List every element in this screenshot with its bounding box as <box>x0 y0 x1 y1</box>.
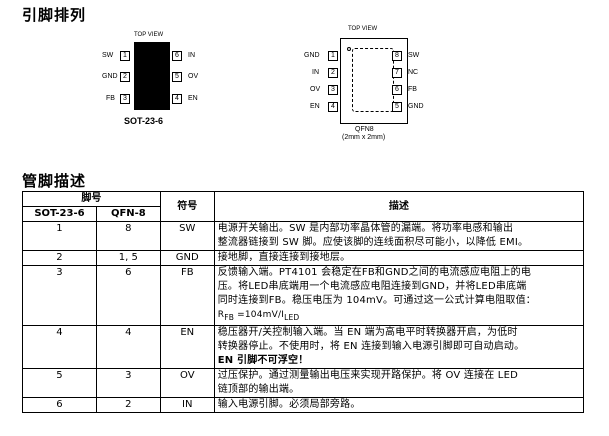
symbol-cell: SW <box>159 221 215 251</box>
sot-pin-cell: 1 <box>22 221 97 251</box>
sot23-pin4-number: 4 <box>172 94 182 104</box>
description-line: 电源开关输出。SW 是内部功率晶体管的漏端。将功率电感和输出 <box>217 223 514 234</box>
description-line: 稳压器开/关控制输入端。当 EN 端为高电平时转换器开启，为低时 <box>217 326 518 338</box>
description-cell: 接地脚，直接连接到接地层。 <box>213 250 585 266</box>
sot-pin-cell: 6 <box>22 396 97 413</box>
sot23-package-name: SOT-23-6 <box>124 116 164 126</box>
sot23-pin3-number: 3 <box>120 94 130 104</box>
description-line: 整流器链接到 SW 脚。应使该脚的连线面积尽可能小，以降低 EMI。 <box>217 237 529 248</box>
qfn-pin-cell: 6 <box>95 265 161 326</box>
pin-description-table: 脚号 符号 描述 SOT-23-6 QFN-8 1 8 SW 电源开关输出。SW… <box>22 191 585 413</box>
table-row: 1 8 SW 电源开关输出。SW 是内部功率晶体管的漏端。将功率电感和输出 整流… <box>22 221 585 251</box>
pinout-section-title: 引脚排列 <box>22 6 87 24</box>
qfn8-pin3-label: OV <box>310 86 321 93</box>
qfn-pin-cell: 1, 5 <box>95 250 161 266</box>
sot23-top-view-label: TOP VIEW <box>134 32 164 38</box>
sot23-pin6-label: IN <box>188 52 195 59</box>
qfn8-pin2-label: IN <box>312 69 319 76</box>
sot23-pin2-number: 2 <box>120 72 130 82</box>
description-line: 压。将LED串底端用一个电流感应电阻连接到GND，并将LED串底端 <box>217 281 527 292</box>
description-line: 过压保护。通过测量输出电压来实现开路保护。将 OV 连接在 LED <box>217 369 518 381</box>
description-cell: 电源开关输出。SW 是内部功率晶体管的漏端。将功率电感和输出 整流器链接到 SW… <box>213 221 585 251</box>
qfn8-pin3-number: 3 <box>328 85 338 95</box>
pin1-marker-icon <box>347 47 351 51</box>
qfn8-pin8-label: SW <box>408 52 420 59</box>
sot23-pin1-label: SW <box>102 52 114 59</box>
sot23-6-package-diagram: TOP VIEW SW 1 GND 2 FB 3 6 IN 5 OV 4 EN … <box>100 32 210 127</box>
qfn8-top-view-label: TOP VIEW <box>348 26 378 32</box>
qfn8-package-diagram: TOP VIEW GND 1 IN 2 OV 3 EN 4 8 SW 7 NC … <box>300 26 440 146</box>
symbol-cell: OV <box>159 367 215 398</box>
qfn8-column-header: QFN-8 <box>95 206 161 222</box>
description-line: 转换器停止。不使用时，将 EN 连接到输入电源引脚即可自动启动。 <box>217 340 525 352</box>
table-row: 3 6 FB 反馈输入端。PT4101 会稳定在FB和GND之间的电流感应电阻上… <box>22 265 585 326</box>
symbol-cell: GND <box>159 250 215 266</box>
description-cell: 输入电源引脚。必须局部旁路。 <box>213 396 585 413</box>
qfn8-package-size: (2mm x 2mm) <box>342 134 386 141</box>
symbol-header: 符号 <box>159 191 215 222</box>
description-line: 链顶部的输出端。 <box>217 383 300 395</box>
qfn8-pin5-label: GND <box>408 103 424 110</box>
description-cell: 稳压器开/关控制输入端。当 EN 端为高电平时转换器开启，为低时 转换器停止。不… <box>213 324 585 369</box>
table-row: 4 4 EN 稳压器开/关控制输入端。当 EN 端为高电平时转换器开启，为低时 … <box>22 324 585 369</box>
symbol-cell: IN <box>159 396 215 413</box>
sot23-pin4-label: EN <box>188 95 198 102</box>
sot-pin-cell: 3 <box>22 265 97 326</box>
description-line: 同时连接到FB。稳压电压为 104mV。可通过这一公式计算电阻取值： <box>217 295 536 306</box>
qfn8-pin7-label: NC <box>408 69 419 76</box>
table-row: 6 2 IN 输入电源引脚。必须局部旁路。 <box>22 396 585 413</box>
qfn8-pin5-number: 5 <box>392 102 402 112</box>
qfn8-package-name: QFN8 <box>355 126 374 133</box>
qfn-pin-cell: 3 <box>95 367 161 398</box>
sot-pin-cell: 2 <box>22 250 97 266</box>
qfn8-pin1-label: GND <box>304 52 320 59</box>
sot23-pin3-label: FB <box>106 95 115 102</box>
sot23-pin2-label: GND <box>102 73 118 80</box>
description-line: 接地脚，直接连接到接地层。 <box>217 252 351 263</box>
description-warning: EN 引脚不可浮空！ <box>217 354 309 366</box>
qfn8-pin7-number: 7 <box>392 68 402 78</box>
qfn8-pin6-label: FB <box>408 86 417 93</box>
sot-pin-cell: 4 <box>22 324 97 369</box>
qfn-pin-cell: 8 <box>95 221 161 251</box>
qfn8-exposed-pad <box>352 48 394 112</box>
sot23-pin1-number: 1 <box>120 51 130 61</box>
sot-pin-cell: 5 <box>22 367 97 398</box>
sot23-package-body <box>134 42 170 110</box>
description-cell: 反馈输入端。PT4101 会稳定在FB和GND之间的电流感应电阻上的电 压。将L… <box>213 265 585 326</box>
table-row: 5 3 OV 过压保护。通过测量输出电压来实现开路保护。将 OV 连接在 LED… <box>22 367 585 398</box>
sot23-pin5-label: OV <box>188 73 199 80</box>
sot23-pin5-number: 5 <box>172 72 182 82</box>
symbol-cell: FB <box>159 265 215 326</box>
qfn8-pin6-number: 6 <box>392 85 402 95</box>
description-header: 描述 <box>213 191 585 222</box>
qfn8-pin4-number: 4 <box>328 102 338 112</box>
pin-description-section-title: 管脚描述 <box>22 172 87 190</box>
sot23-column-header: SOT-23-6 <box>22 206 97 222</box>
qfn8-pin4-label: EN <box>310 103 320 110</box>
description-cell: 过压保护。通过测量输出电压来实现开路保护。将 OV 连接在 LED 链顶部的输出… <box>213 367 585 398</box>
sot23-pin6-number: 6 <box>172 51 182 61</box>
description-formula: RFB =104mV/ILED <box>217 310 300 322</box>
pin-no-header: 脚号 <box>22 191 161 207</box>
table-header-row: 脚号 符号 描述 <box>22 191 585 222</box>
qfn8-pin1-number: 1 <box>328 51 338 61</box>
table-row: 2 1, 5 GND 接地脚，直接连接到接地层。 <box>22 250 585 266</box>
description-line: 反馈输入端。PT4101 会稳定在FB和GND之间的电流感应电阻上的电 <box>217 267 532 278</box>
qfn8-pin2-number: 2 <box>328 68 338 78</box>
qfn-pin-cell: 2 <box>95 396 161 413</box>
qfn-pin-cell: 4 <box>95 324 161 369</box>
qfn8-pin8-number: 8 <box>392 51 402 61</box>
description-line: 输入电源引脚。必须局部旁路。 <box>217 398 361 410</box>
symbol-cell: EN <box>159 324 215 369</box>
